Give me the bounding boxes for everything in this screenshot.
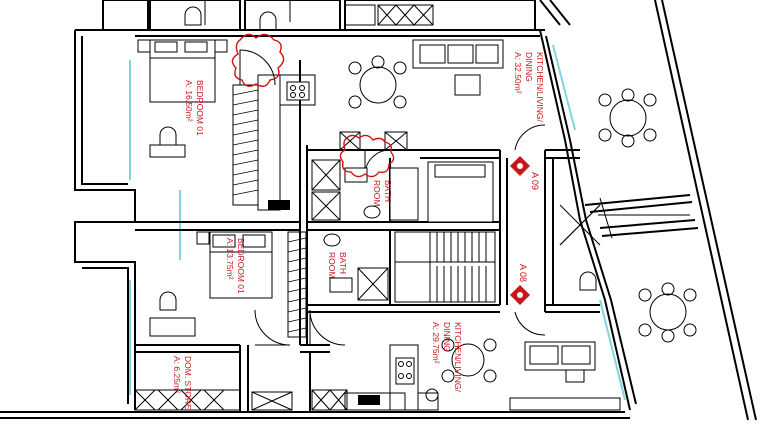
- svg-text:A 08: A 08: [518, 264, 528, 282]
- sofa-upper: [412, 39, 504, 96]
- room-area: A: 13.75m²: [225, 238, 235, 280]
- room-area: A: 29.75m²: [431, 322, 441, 364]
- storage-shelving: [134, 4, 439, 411]
- glazing-lines: [129, 44, 626, 401]
- bed-lower: [196, 231, 273, 299]
- room-label-kitchen-upper: KITCHEN/LIVING/ DINING A: 32.50m²: [513, 52, 545, 123]
- room-name: BATH: [383, 180, 393, 202]
- kitchen-counter-upper: [257, 74, 316, 211]
- room-name-2: ROOM: [372, 180, 382, 206]
- dining-table-upper: [348, 55, 407, 109]
- room-label-kitchen-lower: KITCHEN/LIVING/ DINING A: 29.75m²: [431, 322, 463, 393]
- room-area: A: 32.50m²: [513, 52, 523, 94]
- dining-table-lower: [425, 338, 497, 402]
- apartment-tag-lower: A 08: [510, 264, 530, 305]
- room-name-2: DINING: [442, 322, 452, 352]
- room-label-dom-store: DOM. STORE A: 6.25m²: [172, 356, 193, 410]
- room-label-bath-lower: BATH ROOM: [327, 252, 348, 278]
- room-area: A: 6.25m²: [172, 356, 182, 393]
- bed-upper: [137, 39, 228, 103]
- wardrobe-lower: [287, 231, 307, 338]
- room-label-bath-upper: BATH ROOM: [372, 180, 393, 206]
- room-name: KITCHEN/LIVING/: [453, 322, 463, 393]
- svg-text:A 09: A 09: [530, 172, 540, 190]
- balcony-table-lower: [638, 282, 697, 343]
- room-label-bedroom-lower: BEDROOM 01 A: 13.75m²: [225, 238, 246, 294]
- room-label-bedroom-upper: BEDROOM 01 A: 16.50m²: [184, 80, 205, 136]
- top-room-fragments: [204, 0, 291, 25]
- building-walls: [0, 0, 757, 421]
- apartment-tag-upper: A 09: [510, 156, 540, 190]
- wardrobe-upper: [232, 84, 259, 206]
- staircase: [394, 231, 496, 303]
- room-name-2: DINING: [524, 52, 534, 82]
- kitchen-counter-lower: [344, 344, 419, 411]
- balcony-table-upper: [598, 88, 657, 148]
- room-name: DOM. STORE: [183, 356, 193, 410]
- room-name: KITCHEN/LIVING/: [535, 52, 545, 123]
- bed-centre: [427, 161, 494, 223]
- room-name: BATH: [338, 252, 348, 274]
- revision-clouds: [231, 33, 395, 178]
- room-name: BEDROOM 01: [236, 238, 246, 294]
- room-area: A: 16.50m²: [184, 80, 194, 122]
- room-name-2: ROOM: [327, 252, 337, 278]
- room-name: BEDROOM 01: [195, 80, 205, 136]
- sofa-lower: [509, 341, 621, 411]
